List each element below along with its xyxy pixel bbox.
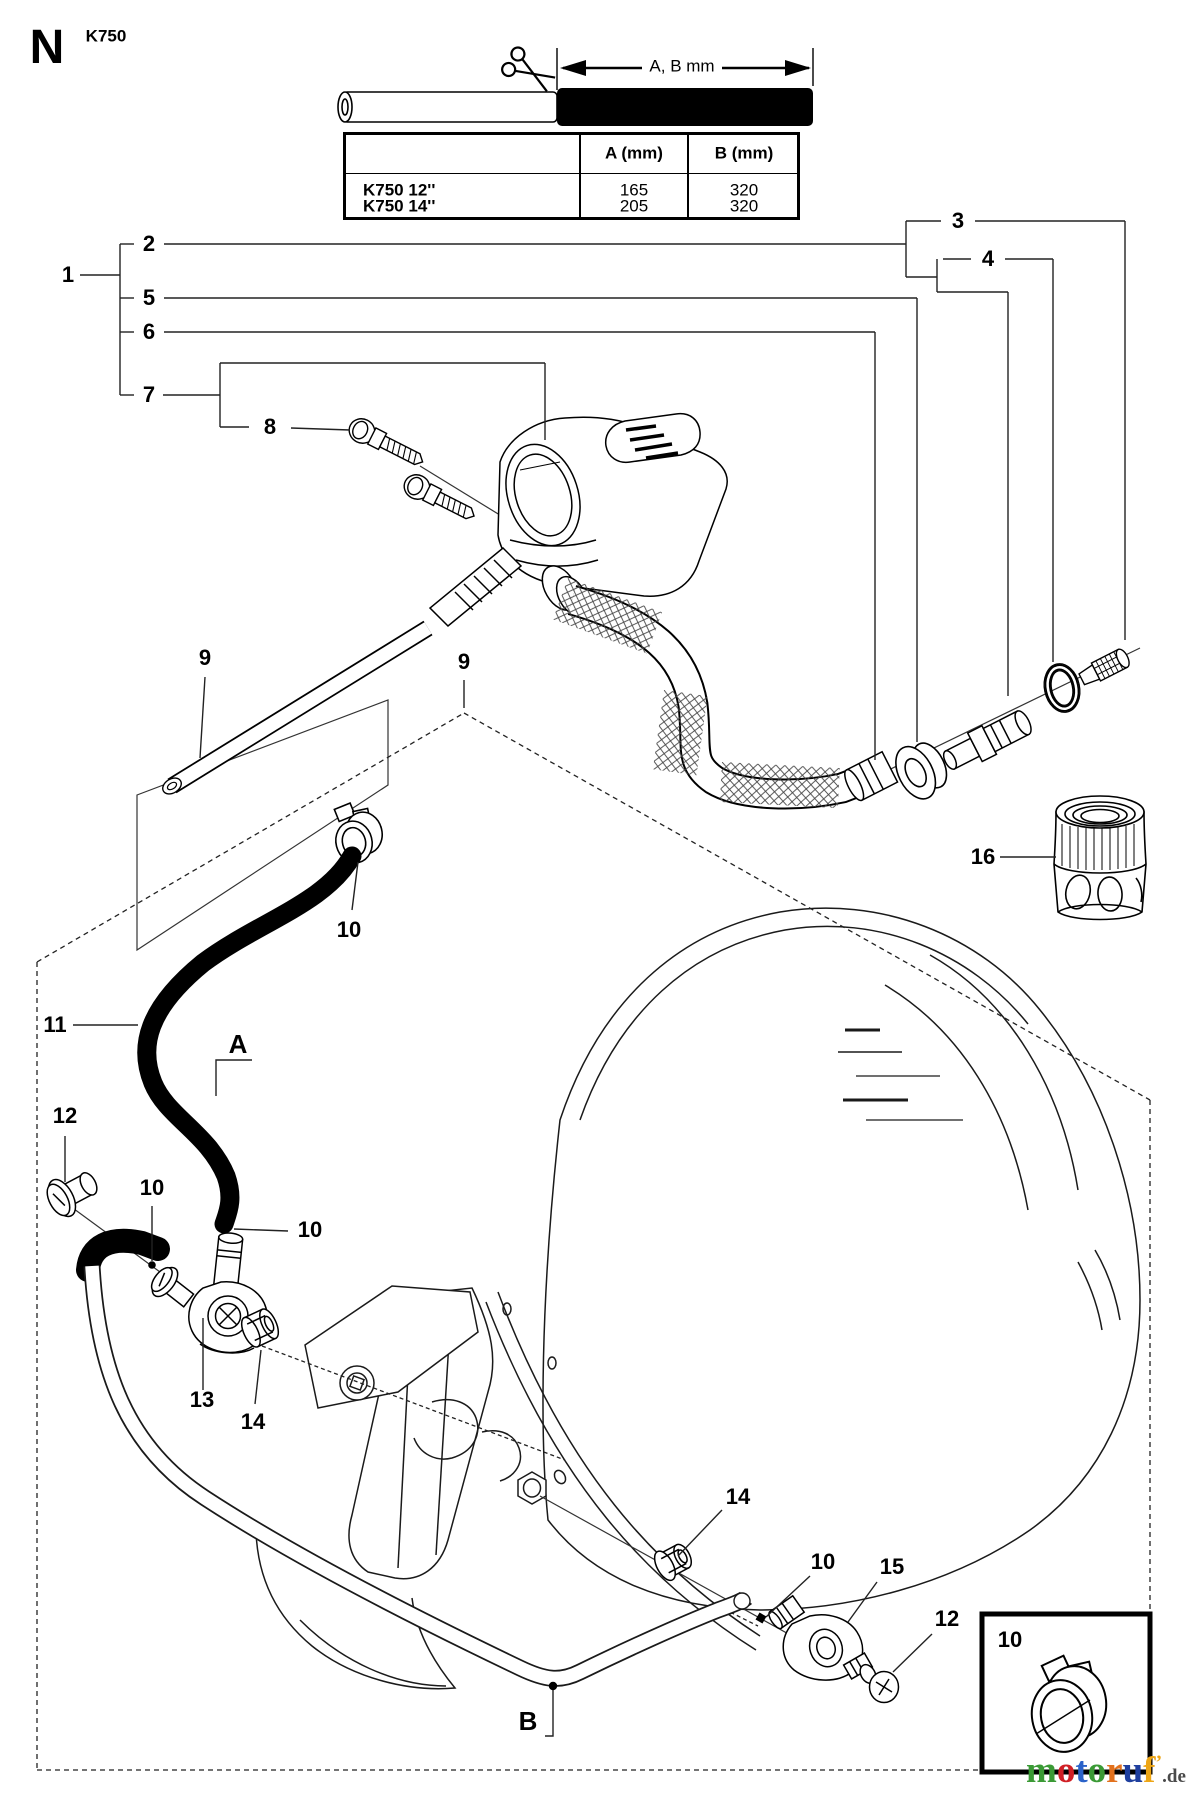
speed-lines — [838, 1028, 963, 1121]
callout-6: 6 — [142, 319, 156, 344]
ring-nut-5 — [895, 742, 948, 800]
leader-dots — [148, 1226, 767, 1691]
callout-4: 4 — [981, 246, 995, 271]
callout-11: 11 — [43, 1012, 67, 1037]
plug-12-left — [46, 1172, 98, 1218]
hose-ferrule — [844, 750, 899, 802]
machine-body — [255, 907, 1141, 1690]
callout-10: 10 — [139, 1175, 165, 1200]
callout-lines — [64, 220, 1126, 1737]
callout-12: 12 — [934, 1606, 960, 1631]
plug-12-right — [842, 1652, 900, 1704]
marker-b: B — [518, 1706, 538, 1736]
callout-5: 5 — [142, 285, 156, 310]
table-row-model: K750 14'' — [363, 196, 436, 216]
callout-13: 13 — [189, 1387, 215, 1412]
dimension-arrow — [556, 48, 814, 90]
table-divider — [346, 172, 797, 175]
water-tube-9 — [162, 620, 433, 795]
model-code: K750 — [85, 26, 127, 46]
coupler-15 — [768, 1594, 864, 1681]
braided-hose — [552, 578, 899, 810]
mounting-bolt-2 — [403, 474, 475, 520]
callout-8: 8 — [263, 414, 277, 439]
callout-1: 1 — [61, 262, 75, 287]
scissors-icon — [501, 46, 556, 92]
connector-2 — [942, 710, 1032, 770]
white-hose — [337, 91, 558, 123]
marker-a: A — [228, 1029, 248, 1059]
callout-9: 9 — [198, 645, 212, 670]
water-valve-assembly — [428, 412, 728, 628]
table-cell: 165 — [619, 180, 649, 200]
table-cell: 320 — [729, 196, 759, 216]
cut-length-table — [343, 132, 800, 220]
callout-14: 14 — [240, 1409, 266, 1434]
callout-10: 10 — [336, 917, 362, 942]
valve-lever — [604, 412, 701, 464]
coupling-ribs — [1061, 824, 1135, 870]
callout-12: 12 — [52, 1103, 78, 1128]
callout-3: 3 — [951, 208, 965, 233]
hose-elbow — [76, 1228, 170, 1282]
watermark-word: motoruf — [1026, 1750, 1156, 1791]
flange-nut-14b — [653, 1543, 693, 1582]
table-row-model: K750 12'' — [363, 180, 436, 200]
watermark-motoruf: motoruf’.de — [1026, 1752, 1186, 1789]
hose-coupling-16 — [1053, 795, 1147, 921]
callout-9: 9 — [457, 649, 471, 674]
bleed-screw — [150, 1266, 195, 1308]
callout-2: 2 — [142, 231, 156, 256]
strainer-screw-3 — [1078, 648, 1130, 686]
o-ring-4 — [1043, 663, 1081, 713]
handle-tube — [83, 1265, 753, 1687]
hose-cut-diagram — [337, 46, 814, 126]
callout-10-inset: 10 — [997, 1627, 1023, 1652]
callout-15: 15 — [879, 1554, 905, 1579]
watermark-tick: ’ — [1155, 1751, 1163, 1774]
callout-7: 7 — [142, 382, 156, 407]
braid-texture — [552, 578, 840, 809]
valve-spout — [428, 546, 523, 628]
callout-10: 10 — [297, 1217, 323, 1242]
table-divider — [687, 135, 689, 217]
callout-14: 14 — [725, 1484, 751, 1509]
side-panel-outline — [136, 699, 389, 952]
inset-clamp-10 — [1030, 1654, 1108, 1753]
table-cell: 320 — [729, 180, 759, 200]
water-hose-11 — [137, 846, 362, 1234]
table-divider — [579, 135, 581, 217]
gland-nut-14 — [240, 1308, 280, 1348]
section-letter: N — [29, 21, 65, 74]
inset-box — [979, 1611, 1153, 1775]
col-header-a: A (mm) — [605, 143, 663, 163]
watermark-suffix: .de — [1162, 1766, 1186, 1787]
black-hose — [557, 88, 813, 126]
dimension-label: A, B mm — [649, 56, 715, 76]
blade-guard — [542, 907, 1141, 1611]
callout-10: 10 — [810, 1549, 836, 1574]
col-header-b: B (mm) — [714, 143, 774, 163]
mounting-bolt-1 — [348, 418, 424, 466]
callout-16: 16 — [970, 844, 996, 869]
table-cell: 205 — [619, 196, 649, 216]
